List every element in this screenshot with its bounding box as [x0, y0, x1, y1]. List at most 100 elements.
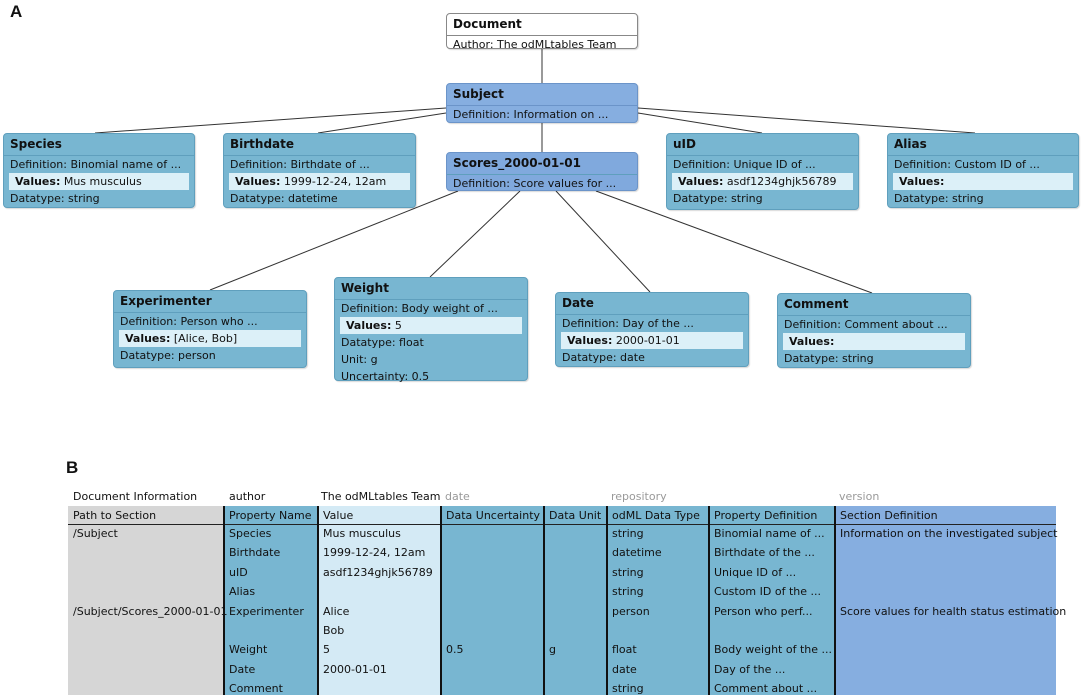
cell-property-name-col: Date: [229, 662, 256, 676]
weight-uncertainty: Uncertainty: 0.5: [341, 370, 430, 383]
section-def-col-bg: [835, 506, 1056, 695]
alias-datatype: Datatype: string: [894, 192, 984, 205]
edge-subject-birthdate: [317, 112, 447, 134]
cell-unit-col: g: [549, 643, 556, 657]
experimenter-values: Values: [Alice, Bob]: [119, 330, 301, 347]
header-property-name-col: Property Name: [229, 509, 312, 522]
species-definition: Definition: Binomial name of ...: [10, 158, 182, 171]
cell-dtype-col: datetime: [612, 546, 662, 560]
edge-subject-alias: [637, 107, 976, 134]
repository-label: repository: [611, 490, 667, 503]
comment-node: Comment Definition: Comment about ... Va…: [777, 293, 971, 368]
values-label: Values:: [899, 175, 945, 188]
uid-node: uID Definition: Unique ID of ... Values:…: [666, 133, 859, 210]
scores-title: Scores_2000-01-01: [447, 153, 637, 175]
values-label: Values:: [567, 334, 613, 347]
cell-uncertainty-col: 0.5: [446, 643, 464, 657]
author-label: author: [229, 490, 266, 503]
values-value: 2000-01-01: [615, 334, 680, 347]
date-node: Date Definition: Day of the ... Values: …: [555, 292, 749, 367]
cell-section-def-col: Information on the investigated subject: [840, 527, 1058, 540]
cell-dtype-col: string: [612, 527, 644, 540]
unit-col-bg: [544, 506, 607, 695]
weight-datatype: Datatype: float: [341, 336, 424, 349]
weight-values: Values: 5: [340, 317, 522, 334]
cell-dtype-col: person: [612, 604, 650, 618]
cell-value-col: Mus musculus: [323, 527, 401, 540]
cell-value-col: 2000-01-01: [323, 662, 387, 676]
column-divider: [223, 506, 225, 695]
subject-node: Subject Definition: Information on ...: [446, 83, 638, 123]
cell-section-def-col: Score values for health status estimatio…: [840, 604, 1067, 618]
cell-property-def-col: Binomial name of ...: [714, 527, 825, 540]
scores-definition: Definition: Score values for ...: [453, 177, 617, 190]
values-label: Values:: [678, 175, 724, 188]
alias-definition: Definition: Custom ID of ...: [894, 158, 1040, 171]
values-value: [Alice, Bob]: [173, 332, 238, 345]
birthdate-node: Birthdate Definition: Birthdate of ... V…: [223, 133, 416, 208]
header-path-col: Path to Section: [73, 509, 157, 522]
cell-path-col: /Subject/Scores_2000-01-01: [73, 604, 228, 618]
uid-definition: Definition: Unique ID of ...: [673, 158, 816, 171]
edge-subject-species: [94, 107, 447, 134]
cell-property-def-col: Birthdate of the ...: [714, 546, 815, 560]
edge-scores-date: [555, 190, 651, 293]
date-definition: Definition: Day of the ...: [562, 317, 694, 330]
cell-property-name-col: uID: [229, 565, 248, 579]
values-label: Values:: [789, 335, 835, 348]
cell-property-def-col: Unique ID of ...: [714, 565, 797, 579]
comment-title: Comment: [778, 294, 970, 316]
cell-property-name-col: Alias: [229, 585, 256, 599]
document-title: Document: [447, 14, 637, 36]
uncertainty-col-bg: [441, 506, 544, 695]
subject-title: Subject: [447, 84, 637, 106]
cell-property-name-col: Weight: [229, 643, 268, 657]
cell-property-def-col: Body weight of the ...: [714, 643, 832, 657]
birthdate-definition: Definition: Birthdate of ...: [230, 158, 370, 171]
header-dtype-col: odML Data Type: [612, 509, 700, 522]
edge-scores-weight: [429, 190, 521, 278]
edge-scores-experimenter: [209, 190, 459, 291]
edge-subject-uid: [637, 112, 763, 134]
date-datatype: Datatype: date: [562, 351, 645, 364]
header-rule: [68, 524, 1056, 525]
date-title: Date: [556, 293, 748, 315]
tree-edges: [94, 49, 976, 294]
uid-datatype: Datatype: string: [673, 192, 763, 205]
cell-property-name-col: Comment: [229, 682, 283, 696]
cell-property-name-col: Experimenter: [229, 604, 304, 618]
cell-property-name-col: Birthdate: [229, 546, 281, 560]
document-author: Author: The odMLtables Team: [453, 38, 617, 51]
experimenter-title: Experimenter: [114, 291, 306, 313]
cell-dtype-col: string: [612, 565, 644, 579]
values-value: Mus musculus: [63, 175, 142, 188]
cell-property-def-col: Custom ID of the ...: [714, 585, 821, 599]
uid-values: Values: asdf1234ghjk56789: [672, 173, 853, 190]
comment-values: Values:: [783, 333, 965, 350]
weight-unit: Unit: g: [341, 353, 378, 366]
comment-definition: Definition: Comment about ...: [784, 318, 948, 331]
header-property-def-col: Property Definition: [714, 509, 818, 522]
cell-dtype-col: string: [612, 585, 644, 599]
values-value: asdf1234ghjk56789: [726, 175, 837, 188]
panel-b-label: B: [66, 458, 79, 477]
weight-title: Weight: [335, 278, 527, 300]
property-name-col-bg: [224, 506, 318, 695]
version-label: version: [839, 490, 880, 503]
values-value: 5: [394, 319, 402, 332]
path-col-bg: [68, 506, 224, 695]
property-def-col-bg: [709, 506, 835, 695]
cell-property-name-col: Species: [229, 527, 272, 540]
birthdate-datatype: Datatype: datetime: [230, 192, 338, 205]
cell-dtype-col: string: [612, 682, 644, 696]
values-label: Values:: [346, 319, 392, 332]
cell-value-col: 1999-12-24, 12am: [323, 546, 426, 560]
column-divider: [543, 506, 545, 695]
column-divider: [708, 506, 710, 695]
value-col-bg: [318, 506, 441, 695]
species-values: Values: Mus musculus: [9, 173, 189, 190]
experimenter-node: Experimenter Definition: Person who ... …: [113, 290, 307, 368]
header-value-col: Value: [323, 509, 354, 522]
alias-node: Alias Definition: Custom ID of ... Value…: [887, 133, 1079, 208]
column-divider: [440, 506, 442, 695]
